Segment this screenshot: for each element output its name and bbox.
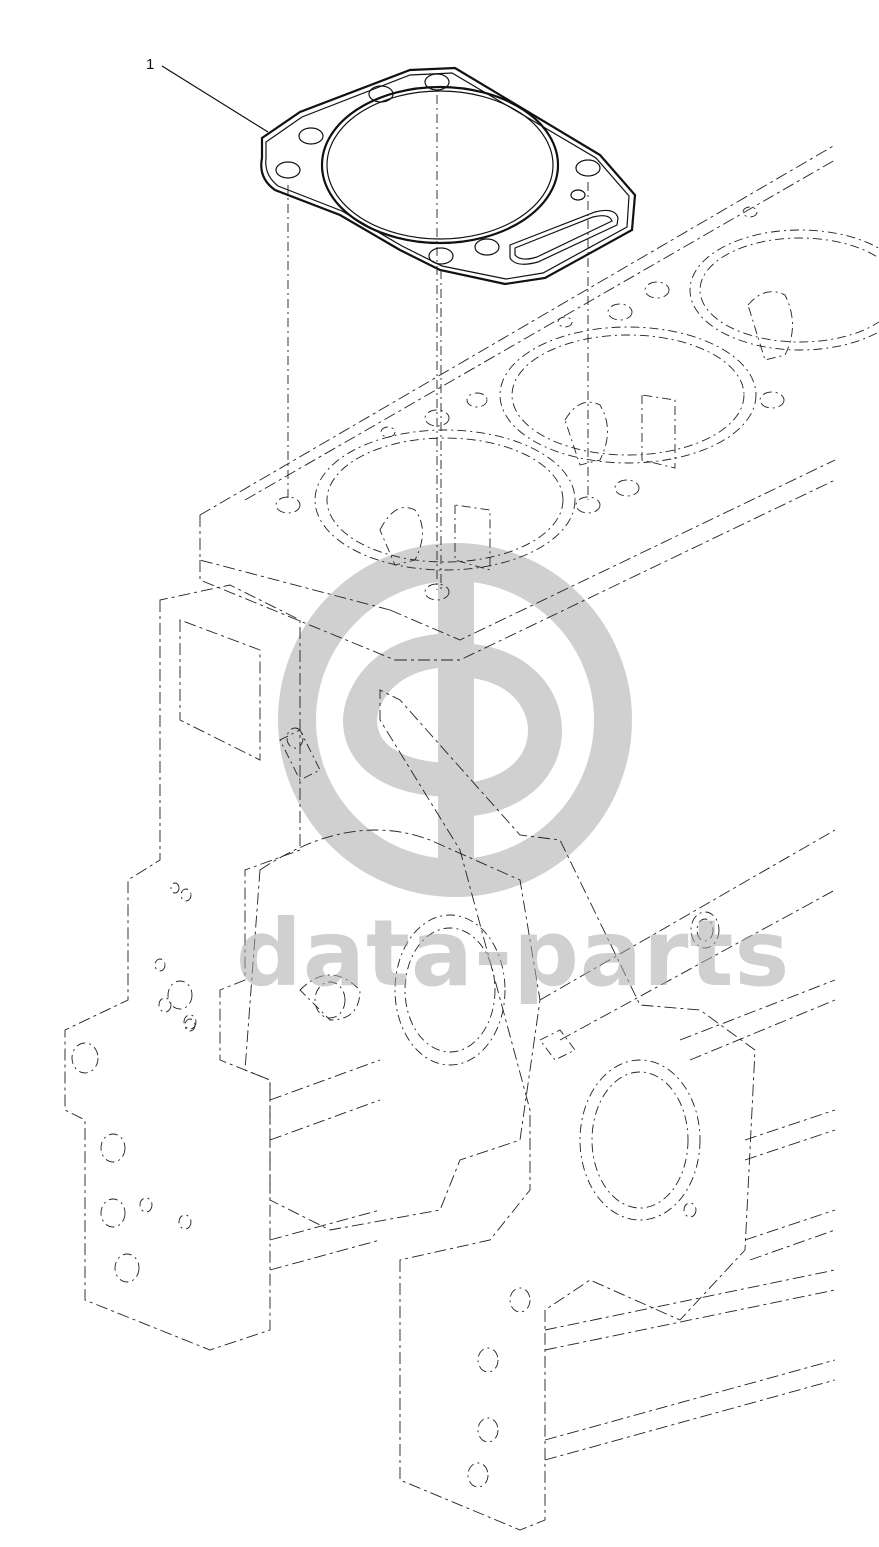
engine-block <box>64 144 879 1531</box>
cylinder-head-gasket[interactable] <box>260 66 637 286</box>
watermark-logo <box>278 543 632 897</box>
callout-leader-line <box>161 65 269 133</box>
watermark-text: data-parts <box>236 900 791 1007</box>
callout-label-1: 1 <box>146 56 155 73</box>
alignment-lines <box>287 95 589 590</box>
